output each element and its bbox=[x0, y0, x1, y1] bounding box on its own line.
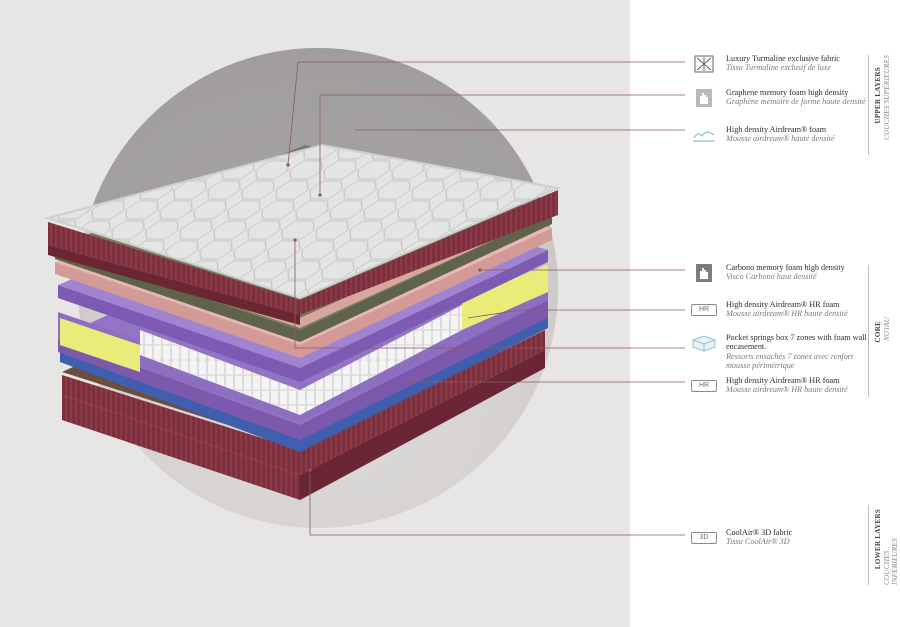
mattress-exploded-illustration bbox=[44, 143, 562, 500]
section-upper-fr: COUCHES SUPÉRIEURES bbox=[883, 55, 891, 141]
hr-badge-icon: HR bbox=[691, 304, 717, 316]
spring-box-icon bbox=[690, 333, 718, 353]
layer-springs-en: Pocket springs box 7 zones with foam wal… bbox=[726, 333, 867, 352]
layer-carbono-fr: Visco Carbono haut densité bbox=[726, 272, 817, 282]
section-core-en: CORE bbox=[874, 321, 882, 343]
section-lower-layers: LOWER LAYERS COUCHES INFÉRIEURES bbox=[868, 505, 899, 585]
hand-press-icon bbox=[690, 88, 718, 108]
layer-springs: Pocket springs box 7 zones with foam wal… bbox=[690, 333, 870, 371]
layer-coolair-en: CoolAir® 3D fabric bbox=[726, 528, 793, 537]
layer-turmaline-fr: Tissu Turmaline exclusif de luxe bbox=[726, 63, 832, 73]
section-upper-en: UPPER LAYERS bbox=[874, 67, 882, 124]
section-lower-en: LOWER LAYERS bbox=[874, 509, 882, 570]
layer-springs-fr: Ressorts ensachés 7 zones avec renfort m… bbox=[726, 351, 854, 371]
hr-badge-icon: HR bbox=[691, 380, 717, 392]
layer-coolair-fr: Tissu CoolAir® 3D bbox=[726, 537, 790, 547]
layer-carbono-en: Carbono memory foam high density bbox=[726, 263, 845, 272]
foam-wave-icon bbox=[690, 125, 718, 145]
layer-airdream-fr: Mousse airdream® haute densité bbox=[726, 134, 835, 144]
section-core-fr: NOYAU bbox=[883, 317, 891, 342]
layer-graphene-en: Graphene memory foam high density bbox=[726, 88, 849, 97]
section-core: CORE NOYAU bbox=[868, 265, 894, 397]
layer-hr-bottom-fr: Mousse airdream® HR haute densité bbox=[726, 385, 848, 395]
layer-hr-bottom-en: High density Airdream® HR foam bbox=[726, 376, 840, 385]
product-image-panel bbox=[0, 0, 630, 627]
layer-hr-top-en: High density Airdream® HR foam bbox=[726, 300, 840, 309]
3d-badge-icon: 3D bbox=[691, 532, 717, 544]
layer-airdream-en: High density Airdream® foam bbox=[726, 125, 827, 134]
layer-turmaline-en: Luxury Turmaline exclusive fabric bbox=[726, 54, 840, 63]
section-upper-layers: UPPER LAYERS COUCHES SUPÉRIEURES bbox=[868, 55, 894, 155]
section-lower-fr: COUCHES INFÉRIEURES bbox=[883, 538, 899, 585]
layer-graphene-fr: Graphène mémoire de forme haute densité bbox=[726, 97, 866, 107]
hand-press-dark-icon bbox=[690, 263, 718, 283]
layer-hr-top-fr: Mousse airdream® HR haute densité bbox=[726, 309, 848, 319]
fabric-weave-icon bbox=[690, 54, 718, 74]
